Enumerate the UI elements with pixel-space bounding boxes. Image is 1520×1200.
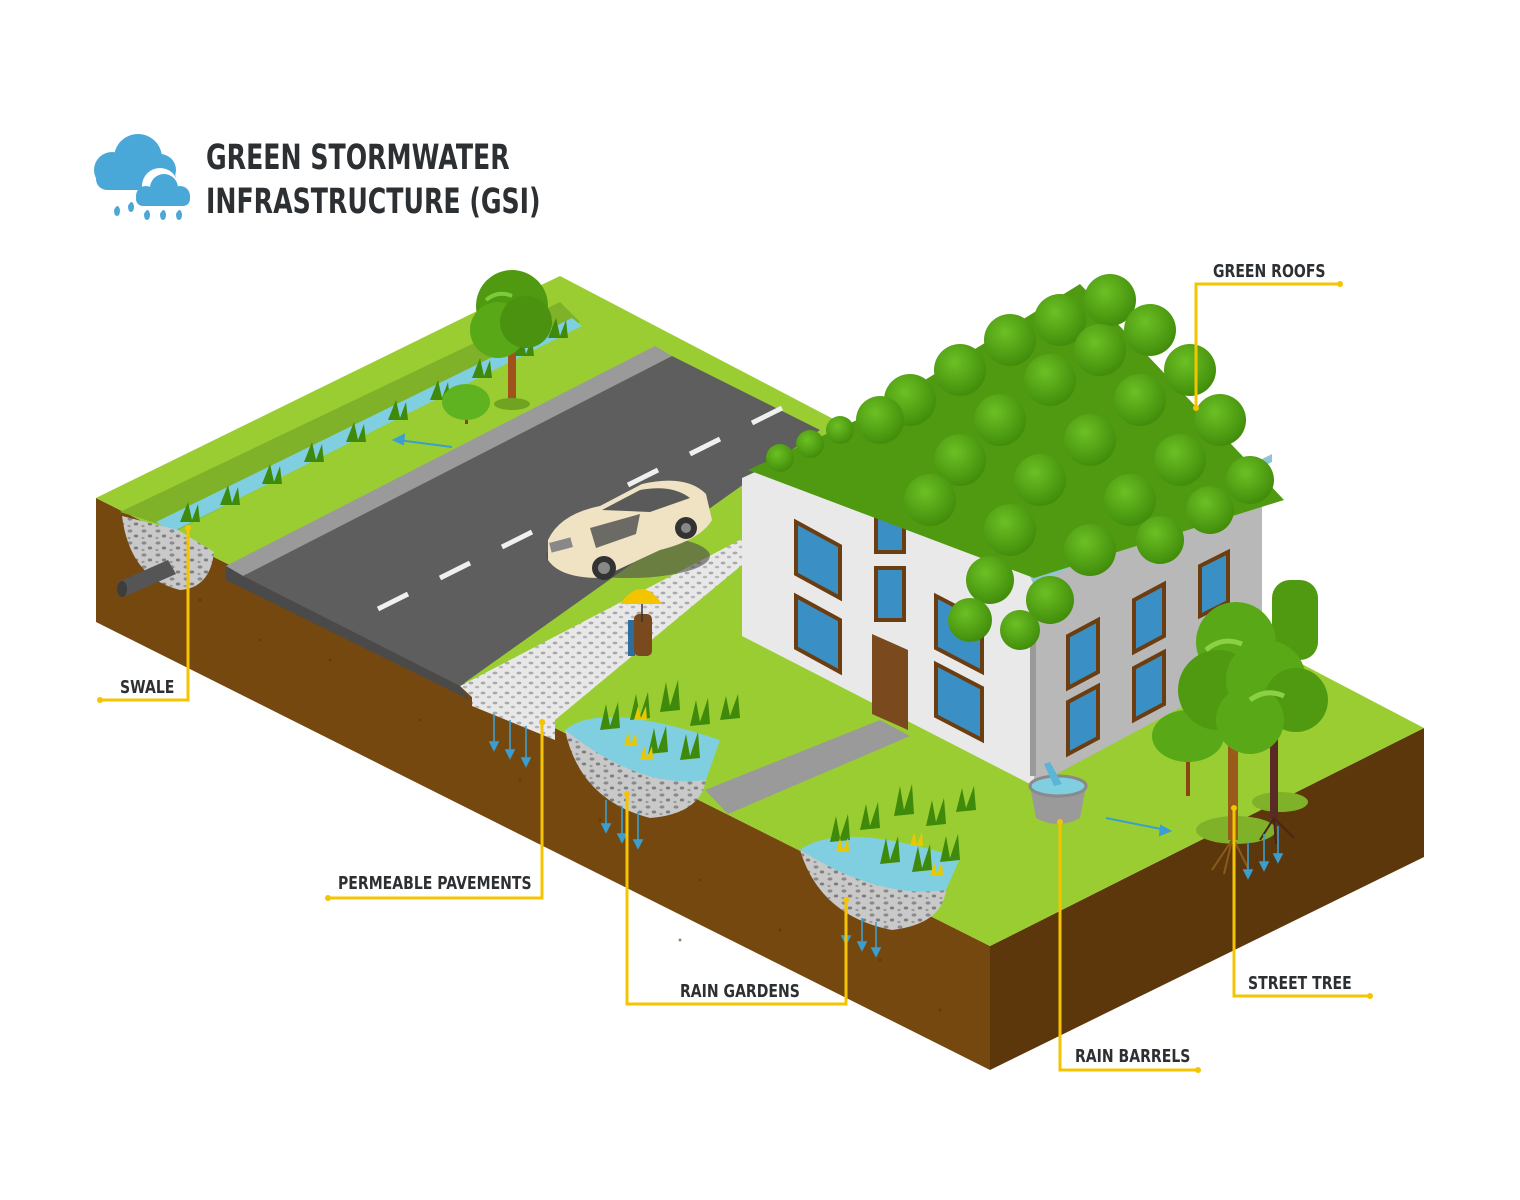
callout-line-street-tree	[1232, 806, 1372, 998]
street-trees	[1152, 580, 1328, 880]
callout-label-green-roofs: GREEN ROOFS	[1213, 261, 1326, 282]
permeable-sidewalk	[460, 540, 760, 720]
callout-label-rain-gardens: RAIN GARDENS	[680, 981, 800, 1002]
rain-garden-2	[800, 784, 976, 958]
title-line-1: GREEN STORMWATER	[206, 138, 510, 178]
callout-line-permeable-pavements	[326, 720, 544, 900]
swale-bush	[442, 384, 490, 424]
swale-tree	[470, 270, 552, 410]
callout-label-swale: SWALE	[120, 677, 175, 698]
house	[742, 274, 1284, 837]
callout-label-rain-barrels: RAIN BARRELS	[1075, 1046, 1191, 1067]
house-door	[872, 634, 908, 730]
car	[546, 480, 712, 580]
swale	[96, 290, 582, 597]
flow-arrow-barrel	[1105, 817, 1173, 837]
rain-garden-1	[565, 680, 740, 850]
callout-label-street-tree: STREET TREE	[1248, 973, 1352, 994]
pedestrians-with-umbrella	[620, 589, 662, 656]
page-title: GREEN STORMWATER INFRASTRUCTURE (GSI)	[206, 136, 541, 224]
title-line-2: INFRASTRUCTURE (GSI)	[206, 182, 541, 222]
callout-line-rain-barrels	[1058, 820, 1200, 1072]
callout-line-green-roofs	[1194, 282, 1342, 410]
callout-label-permeable-pavements: PERMEABLE PAVEMENTS	[338, 873, 532, 894]
road	[226, 346, 820, 768]
callout-lines	[98, 282, 1372, 1072]
callout-line-swale	[98, 526, 190, 702]
rain-barrel	[1028, 762, 1088, 824]
callout-line-rain-gardens	[625, 792, 848, 1006]
flow-arrow	[391, 433, 453, 448]
walkway	[705, 720, 910, 814]
soil-side-face	[990, 728, 1424, 1070]
drain-pipe	[117, 560, 176, 597]
rain-cloud-icon	[94, 134, 190, 220]
